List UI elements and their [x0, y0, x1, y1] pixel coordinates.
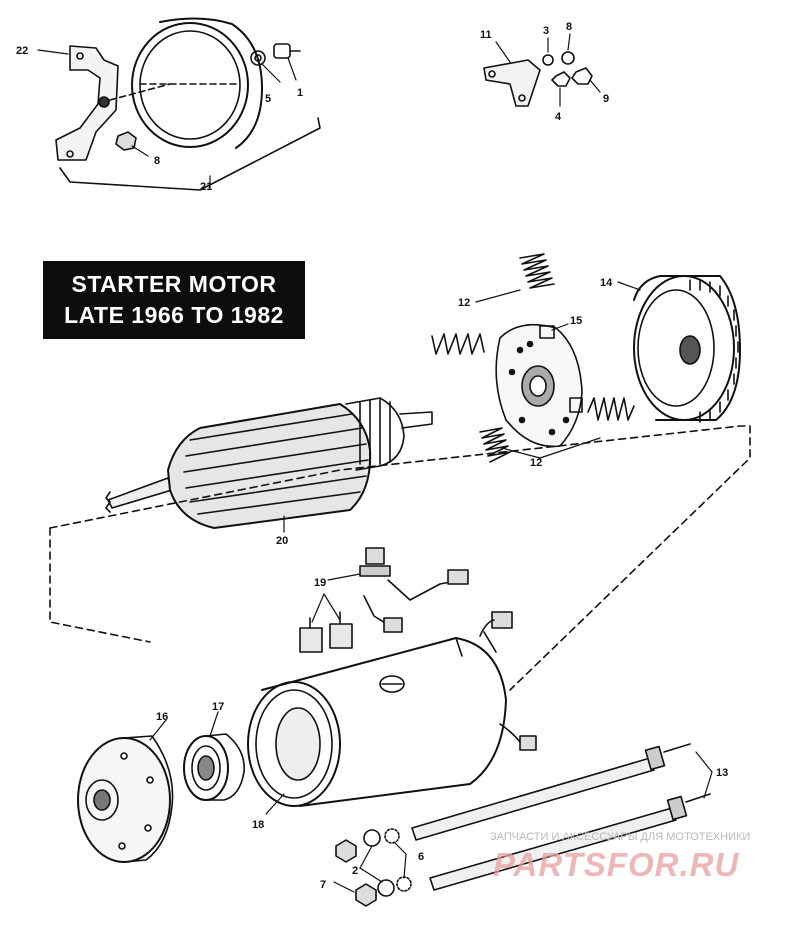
lockwasher-part — [384, 828, 400, 844]
callout-14: 14 — [600, 277, 613, 289]
callout-3: 3 — [543, 25, 549, 37]
title-line-2: LATE 1966 TO 1982 — [64, 302, 284, 328]
callout-4: 4 — [555, 111, 562, 123]
leader-lines — [37, 33, 713, 893]
callout-8: 8 — [154, 155, 160, 167]
bearing — [183, 733, 245, 801]
callout-18: 18 — [252, 819, 264, 831]
commutator-end-cap — [633, 275, 741, 423]
brush-plate — [495, 323, 583, 448]
nut-part — [571, 67, 593, 85]
callout-9: 9 — [603, 93, 609, 105]
brush-spring — [479, 427, 511, 463]
nut-part — [115, 131, 137, 151]
terminal-brush-set — [299, 547, 469, 653]
armature — [105, 397, 433, 529]
nut-part — [355, 883, 377, 907]
callout-1: 1 — [297, 87, 303, 99]
screw-part — [273, 43, 301, 59]
through-bolt — [411, 743, 691, 841]
diagram-title: STARTER MOTOR LATE 1966 TO 1982 — [43, 261, 305, 339]
callout-7: 7 — [320, 879, 326, 891]
brush-spring — [519, 253, 555, 289]
assembly-outline — [49, 527, 151, 643]
drive-end-housing — [77, 735, 174, 863]
assembly-outline — [49, 425, 751, 691]
callout-20: 20 — [276, 535, 288, 547]
callout-5: 5 — [265, 93, 271, 105]
lockwasher-part — [396, 876, 412, 892]
callout-19: 19 — [314, 577, 326, 589]
field-frame — [247, 611, 537, 807]
callout-8: 8 — [566, 21, 572, 33]
callout-2: 2 — [352, 865, 358, 877]
callout-17: 17 — [212, 701, 224, 713]
watermark-tagline: ЗАПЧАСТИ И АКСЕССУАРЫ ДЛЯ МОТОТЕХНИКИ — [490, 831, 751, 843]
callout-6: 6 — [418, 851, 424, 863]
callout-12: 12 — [530, 457, 542, 469]
title-line-1: STARTER MOTOR — [71, 271, 277, 297]
nut-part — [551, 71, 571, 87]
callout-21: 21 — [200, 181, 212, 193]
plate-part — [483, 59, 541, 107]
callout-labels: 1 2 3 4 5 6 7 8 8 9 11 12 12 13 14 15 16… — [16, 21, 728, 891]
callout-13: 13 — [716, 767, 728, 779]
pole-shoe-ring — [109, 17, 263, 149]
washer-part — [363, 829, 381, 847]
callout-16: 16 — [156, 711, 168, 723]
nut-part — [335, 839, 357, 863]
watermark-logo: PARTSFOR.RU — [493, 846, 740, 883]
callout-11: 11 — [480, 29, 492, 41]
callout-12: 12 — [458, 297, 470, 309]
washer-part — [542, 54, 554, 66]
washer-part — [377, 879, 395, 897]
callout-15: 15 — [570, 315, 582, 327]
callout-22: 22 — [16, 45, 28, 57]
bracket-part — [55, 45, 119, 161]
brush-spring — [587, 397, 635, 421]
washer-part — [561, 51, 575, 65]
brush-spring — [431, 333, 485, 355]
through-bolt — [429, 793, 711, 891]
group-bracket-line — [59, 117, 321, 191]
lockwasher-part — [250, 50, 266, 66]
